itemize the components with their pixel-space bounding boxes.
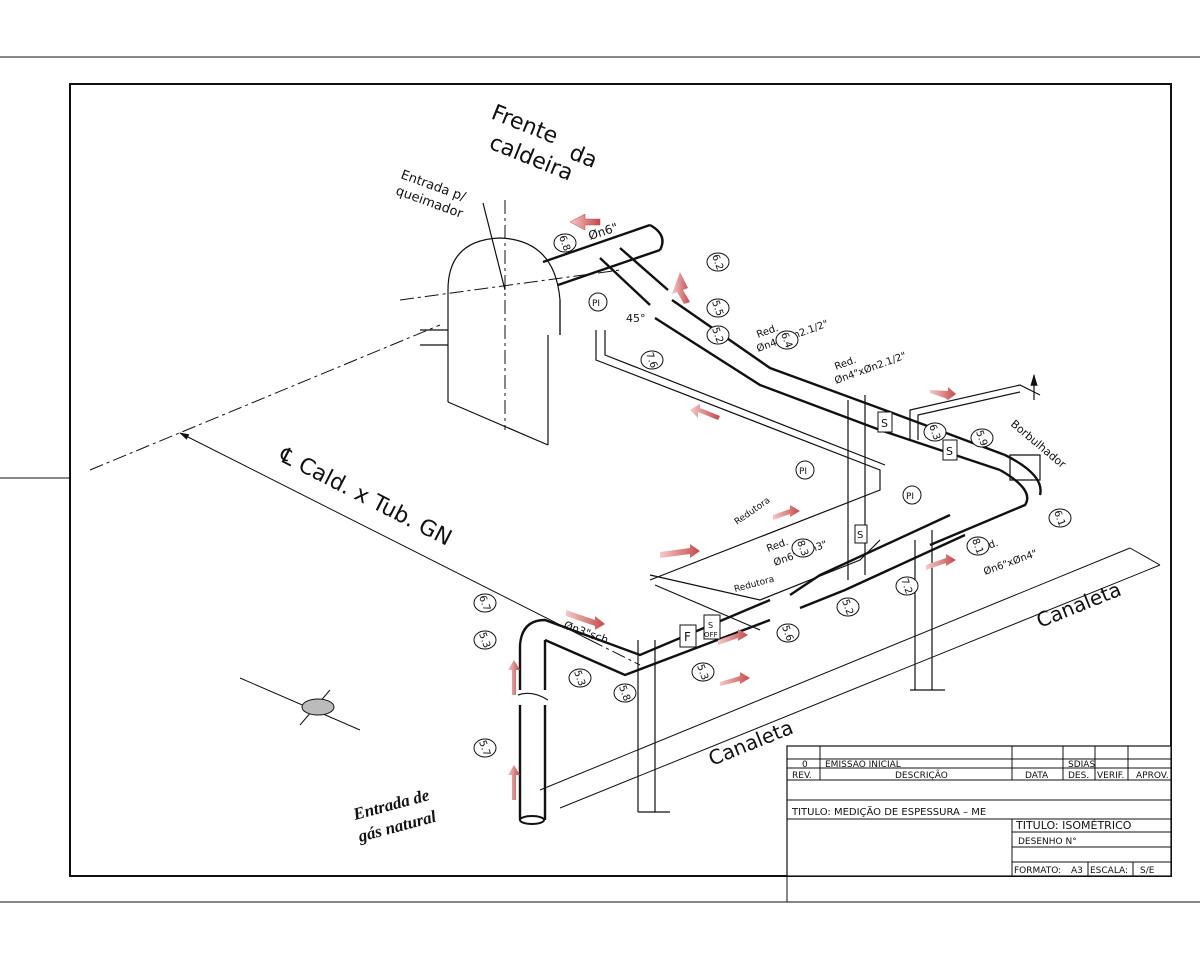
callout-label: 6.8 [556, 234, 572, 253]
callout-11: 8.1 [966, 536, 990, 556]
scale-value: S/E [1140, 866, 1155, 876]
flow-arrows [508, 213, 956, 800]
callout-4: 5.2 [706, 325, 730, 345]
centerline-dimension [89, 324, 641, 666]
callout-19: 5.3 [568, 668, 592, 688]
col-verif: VERIF. [1097, 771, 1124, 781]
callout-9: 6.1 [1048, 508, 1072, 528]
centerline-label: ℄ Cald. x Tub. GN [274, 443, 455, 552]
drawing-title: TITULO: MEDIÇÃO DE ESPESSURA – ME [791, 805, 986, 818]
callout-label: 7.2 [898, 577, 914, 596]
drawing-subtitle: TITULO: ISOMÉTRICO [1015, 819, 1132, 832]
sheet-frame [0, 56, 1200, 903]
callout-15: 5.3 [691, 662, 715, 682]
format-value: A3 [1071, 866, 1083, 876]
callout-label: 5.3 [694, 663, 710, 682]
svg-text:S: S [946, 445, 953, 458]
pressure-indicator-3: PI [902, 485, 922, 505]
channel-label-top: Canaleta [1033, 577, 1125, 633]
callout-label: 6.2 [709, 253, 725, 272]
col-aprov: APROV. [1136, 771, 1169, 781]
callout-label: 5.9 [973, 429, 989, 448]
callout-label: 6.3 [926, 423, 942, 442]
callout-8: 5.9 [970, 428, 994, 448]
callout-label: 5.5 [709, 299, 725, 318]
callout-14: 5.6 [776, 623, 800, 643]
callout-13: 5.2 [836, 597, 860, 617]
rev-number: 0 [802, 760, 808, 770]
format-label: FORMATO: [1014, 866, 1061, 876]
col-rev: REV. [792, 771, 812, 781]
svg-text:S: S [857, 530, 863, 541]
callout-label: 8.1 [969, 537, 985, 556]
svg-text:F: F [684, 630, 691, 644]
svg-text:OFF: OFF [704, 631, 718, 639]
callout-12: 7.2 [895, 576, 919, 596]
boiler-front [399, 200, 621, 446]
callout-2: 6.2 [706, 252, 730, 272]
callout-label: 5.3 [476, 631, 492, 650]
callout-label: 7.6 [643, 351, 659, 370]
callout-label: 5.7 [476, 739, 492, 758]
col-des: DES. [1068, 771, 1089, 781]
pressure-indicator-2: PI [795, 460, 815, 480]
callout-label: 8.3 [794, 539, 810, 558]
callout-3: 5.5 [706, 298, 730, 318]
tag-boxes: S S S F S OFF [679, 411, 958, 648]
svg-text:PI: PI [592, 299, 600, 309]
callout-label: 5.8 [616, 684, 632, 703]
callout-label: 6.1 [1051, 509, 1067, 528]
callout-20: 5.7 [473, 738, 497, 758]
callout-label: 5.6 [779, 624, 795, 643]
angle-label: 45° [626, 312, 646, 325]
callout-16: 5.8 [613, 683, 637, 703]
callout-10: 8.3 [791, 538, 815, 558]
reducer-4-label-b: Øn6"xØn4" [982, 547, 1039, 578]
callout-label: 5.2 [709, 326, 725, 345]
rev-description: EMISSÃO INICIAL [825, 759, 901, 770]
title-block [786, 745, 1172, 877]
scale-label: ESCALA: [1090, 866, 1128, 876]
callout-label: 5.3 [571, 669, 587, 688]
callout-17: 6.7 [473, 593, 497, 613]
svg-text:PI: PI [799, 467, 807, 477]
reducer-valve-2: Redutora [733, 575, 775, 595]
svg-text:PI: PI [906, 492, 914, 502]
channel-label-bottom: Canaleta [705, 715, 797, 771]
svg-text:S: S [708, 621, 713, 630]
callout-6: 7.6 [640, 350, 664, 370]
pressure-indicator-1: PI [588, 292, 608, 312]
callout-1: 6.8 [553, 233, 577, 253]
callout-18: 5.3 [473, 630, 497, 650]
callout-5: 6.4 [775, 330, 799, 350]
reducer-3-label-a: Red. [765, 537, 790, 555]
svg-text:S: S [881, 417, 888, 430]
callout-label: 6.7 [476, 594, 492, 613]
rev-designer: SDIAS [1068, 760, 1095, 770]
callout-bubbles: 6.8 6.2 5.5 5.2 6.4 7.6 6.3 5.9 6.1 8.3 8.1 7.2 5.2 5… [473, 233, 1072, 758]
reducer-valve-1: Redutora [733, 496, 772, 528]
callout-7: 6.3 [923, 422, 947, 442]
col-description: DESCRIÇÃO [895, 770, 948, 781]
callout-label: 5.2 [839, 598, 855, 617]
drawing-number-label: DESENHO N° [1018, 837, 1077, 847]
callout-label: 6.4 [778, 331, 794, 350]
col-date: DATA [1025, 771, 1049, 781]
